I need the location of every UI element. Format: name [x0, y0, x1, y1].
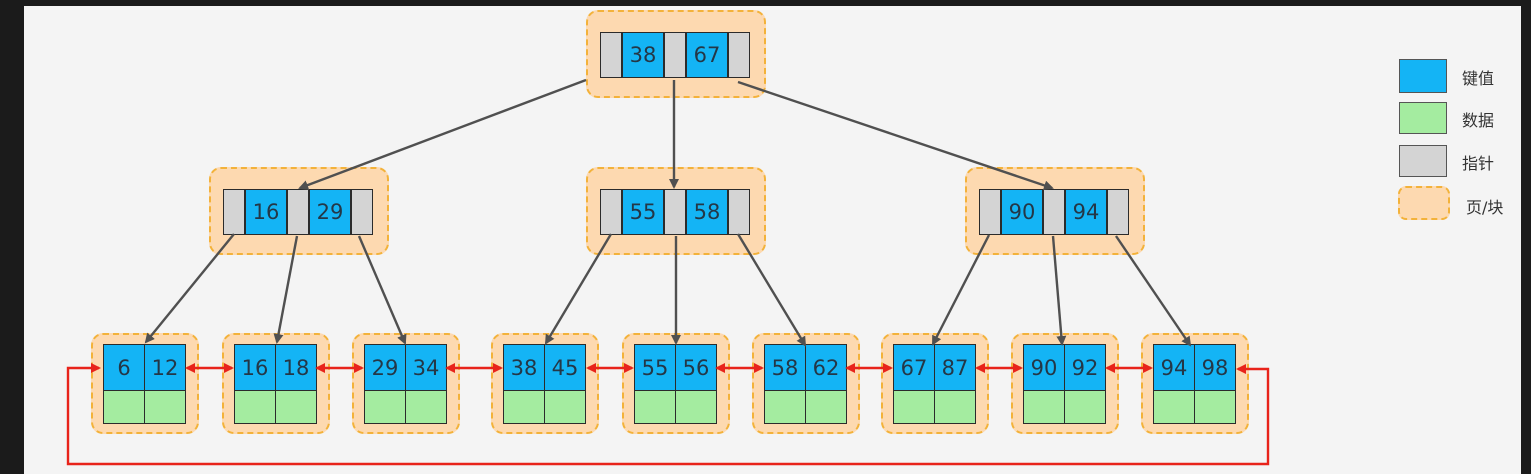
internal-node-1-pointer — [287, 189, 309, 235]
root-node-pointer — [728, 32, 750, 78]
internal-to-leaf-1-arrow — [144, 233, 235, 344]
internal-node-1-key: 29 — [309, 189, 351, 235]
leaf-node-1-data — [144, 390, 186, 424]
leaf-node-5-data — [634, 390, 676, 424]
legend-page-label: 页/块 — [1466, 198, 1504, 217]
root-node-key: 67 — [686, 32, 728, 78]
leaf-node-4-data — [503, 390, 545, 424]
leaf-node-9-data — [1194, 390, 1236, 424]
legend-page-swatch — [1398, 186, 1450, 220]
internal-node-3-pointer — [1043, 189, 1065, 235]
legend-key-swatch — [1399, 59, 1447, 93]
leaf-cycle-link-arrow — [66, 363, 1270, 466]
internal-to-leaf-3-arrow — [357, 235, 407, 345]
legend-data-swatch — [1399, 102, 1447, 134]
internal-node-2-key: 55 — [622, 189, 664, 235]
leaf-node-6-data — [805, 390, 847, 424]
legend-data-label: 数据 — [1462, 111, 1495, 130]
leaf-node-2-data — [275, 390, 317, 424]
leaf-node-9-data — [1153, 390, 1195, 424]
legend-pointer-label: 指针 — [1462, 154, 1495, 173]
leaf-node-7-data — [934, 390, 976, 424]
internal-node-2-key: 58 — [686, 189, 728, 235]
internal-to-leaf-8-arrow — [1051, 235, 1067, 346]
legend-key-label: 键值 — [1462, 69, 1495, 88]
root-to-internal-1-arrow — [298, 78, 587, 190]
internal-node-3-key: 94 — [1065, 189, 1107, 235]
leaf-node-4-data — [544, 390, 586, 424]
internal-node-1-pointer — [351, 189, 373, 235]
legend-pointer-swatch — [1399, 145, 1447, 177]
leaf-node-5-data — [675, 390, 717, 424]
leaf-node-1-data — [103, 390, 145, 424]
leaf-node-3-data — [405, 390, 447, 424]
internal-node-2-pointer — [664, 189, 686, 235]
root-to-internal-3-arrow — [737, 80, 1054, 191]
internal-node-3-key: 90 — [1001, 189, 1043, 235]
internal-to-leaf-6-arrow — [736, 233, 807, 347]
leaf-node-7-data — [893, 390, 935, 424]
internal-to-leaf-4-arrow — [544, 233, 613, 345]
root-node-pointer — [600, 32, 622, 78]
root-node-pointer — [664, 32, 686, 78]
internal-node-1-key: 16 — [245, 189, 287, 235]
leaf-node-8-data — [1064, 390, 1106, 424]
internal-node-3-pointer — [1107, 189, 1129, 235]
internal-node-3-pointer — [979, 189, 1001, 235]
internal-to-leaf-2-arrow — [273, 235, 299, 344]
root-node-key: 38 — [622, 32, 664, 78]
internal-to-leaf-7-arrow — [931, 234, 991, 346]
internal-to-leaf-9-arrow — [1115, 235, 1192, 347]
